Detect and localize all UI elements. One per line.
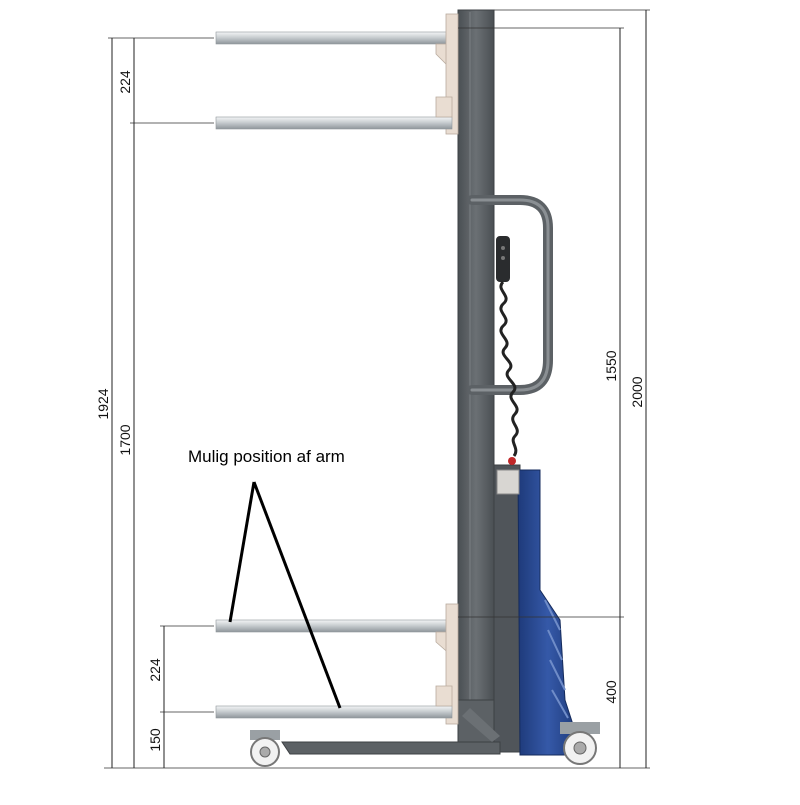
- arm-upper-bottom: [215, 96, 453, 130]
- dim-mast-travel: 1550: [603, 350, 619, 381]
- dim-lower-arm-height: 150: [147, 728, 163, 752]
- caster-wheel-icon: [250, 730, 280, 767]
- dim-upper-arm-spacing: 224: [117, 70, 133, 94]
- base-frame: [281, 699, 501, 755]
- hydraulic-unit: [496, 457, 579, 756]
- caster-wheel-icon: [560, 722, 600, 765]
- dim-upper-arm-height: 1700: [117, 424, 133, 455]
- dim-lower-travel: 400: [603, 680, 619, 704]
- dim-total-left: 1924: [95, 388, 111, 419]
- remote-control-icon: [496, 236, 510, 282]
- arm-lower-bottom: [215, 685, 453, 719]
- dimension-lines-right: [458, 9, 650, 768]
- emergency-stop-icon: [508, 457, 516, 465]
- callout-pointer: [228, 481, 342, 709]
- dim-overall-height: 2000: [629, 376, 645, 407]
- arm-lower-top: [215, 603, 459, 725]
- coiled-cable: [499, 280, 519, 457]
- mast: [457, 9, 521, 753]
- dimension-lines-left: [104, 37, 650, 769]
- arm-upper-top: [215, 13, 459, 135]
- callout-label: Mulig position af arm: [188, 447, 345, 466]
- dim-lower-arm-spacing: 224: [147, 658, 163, 682]
